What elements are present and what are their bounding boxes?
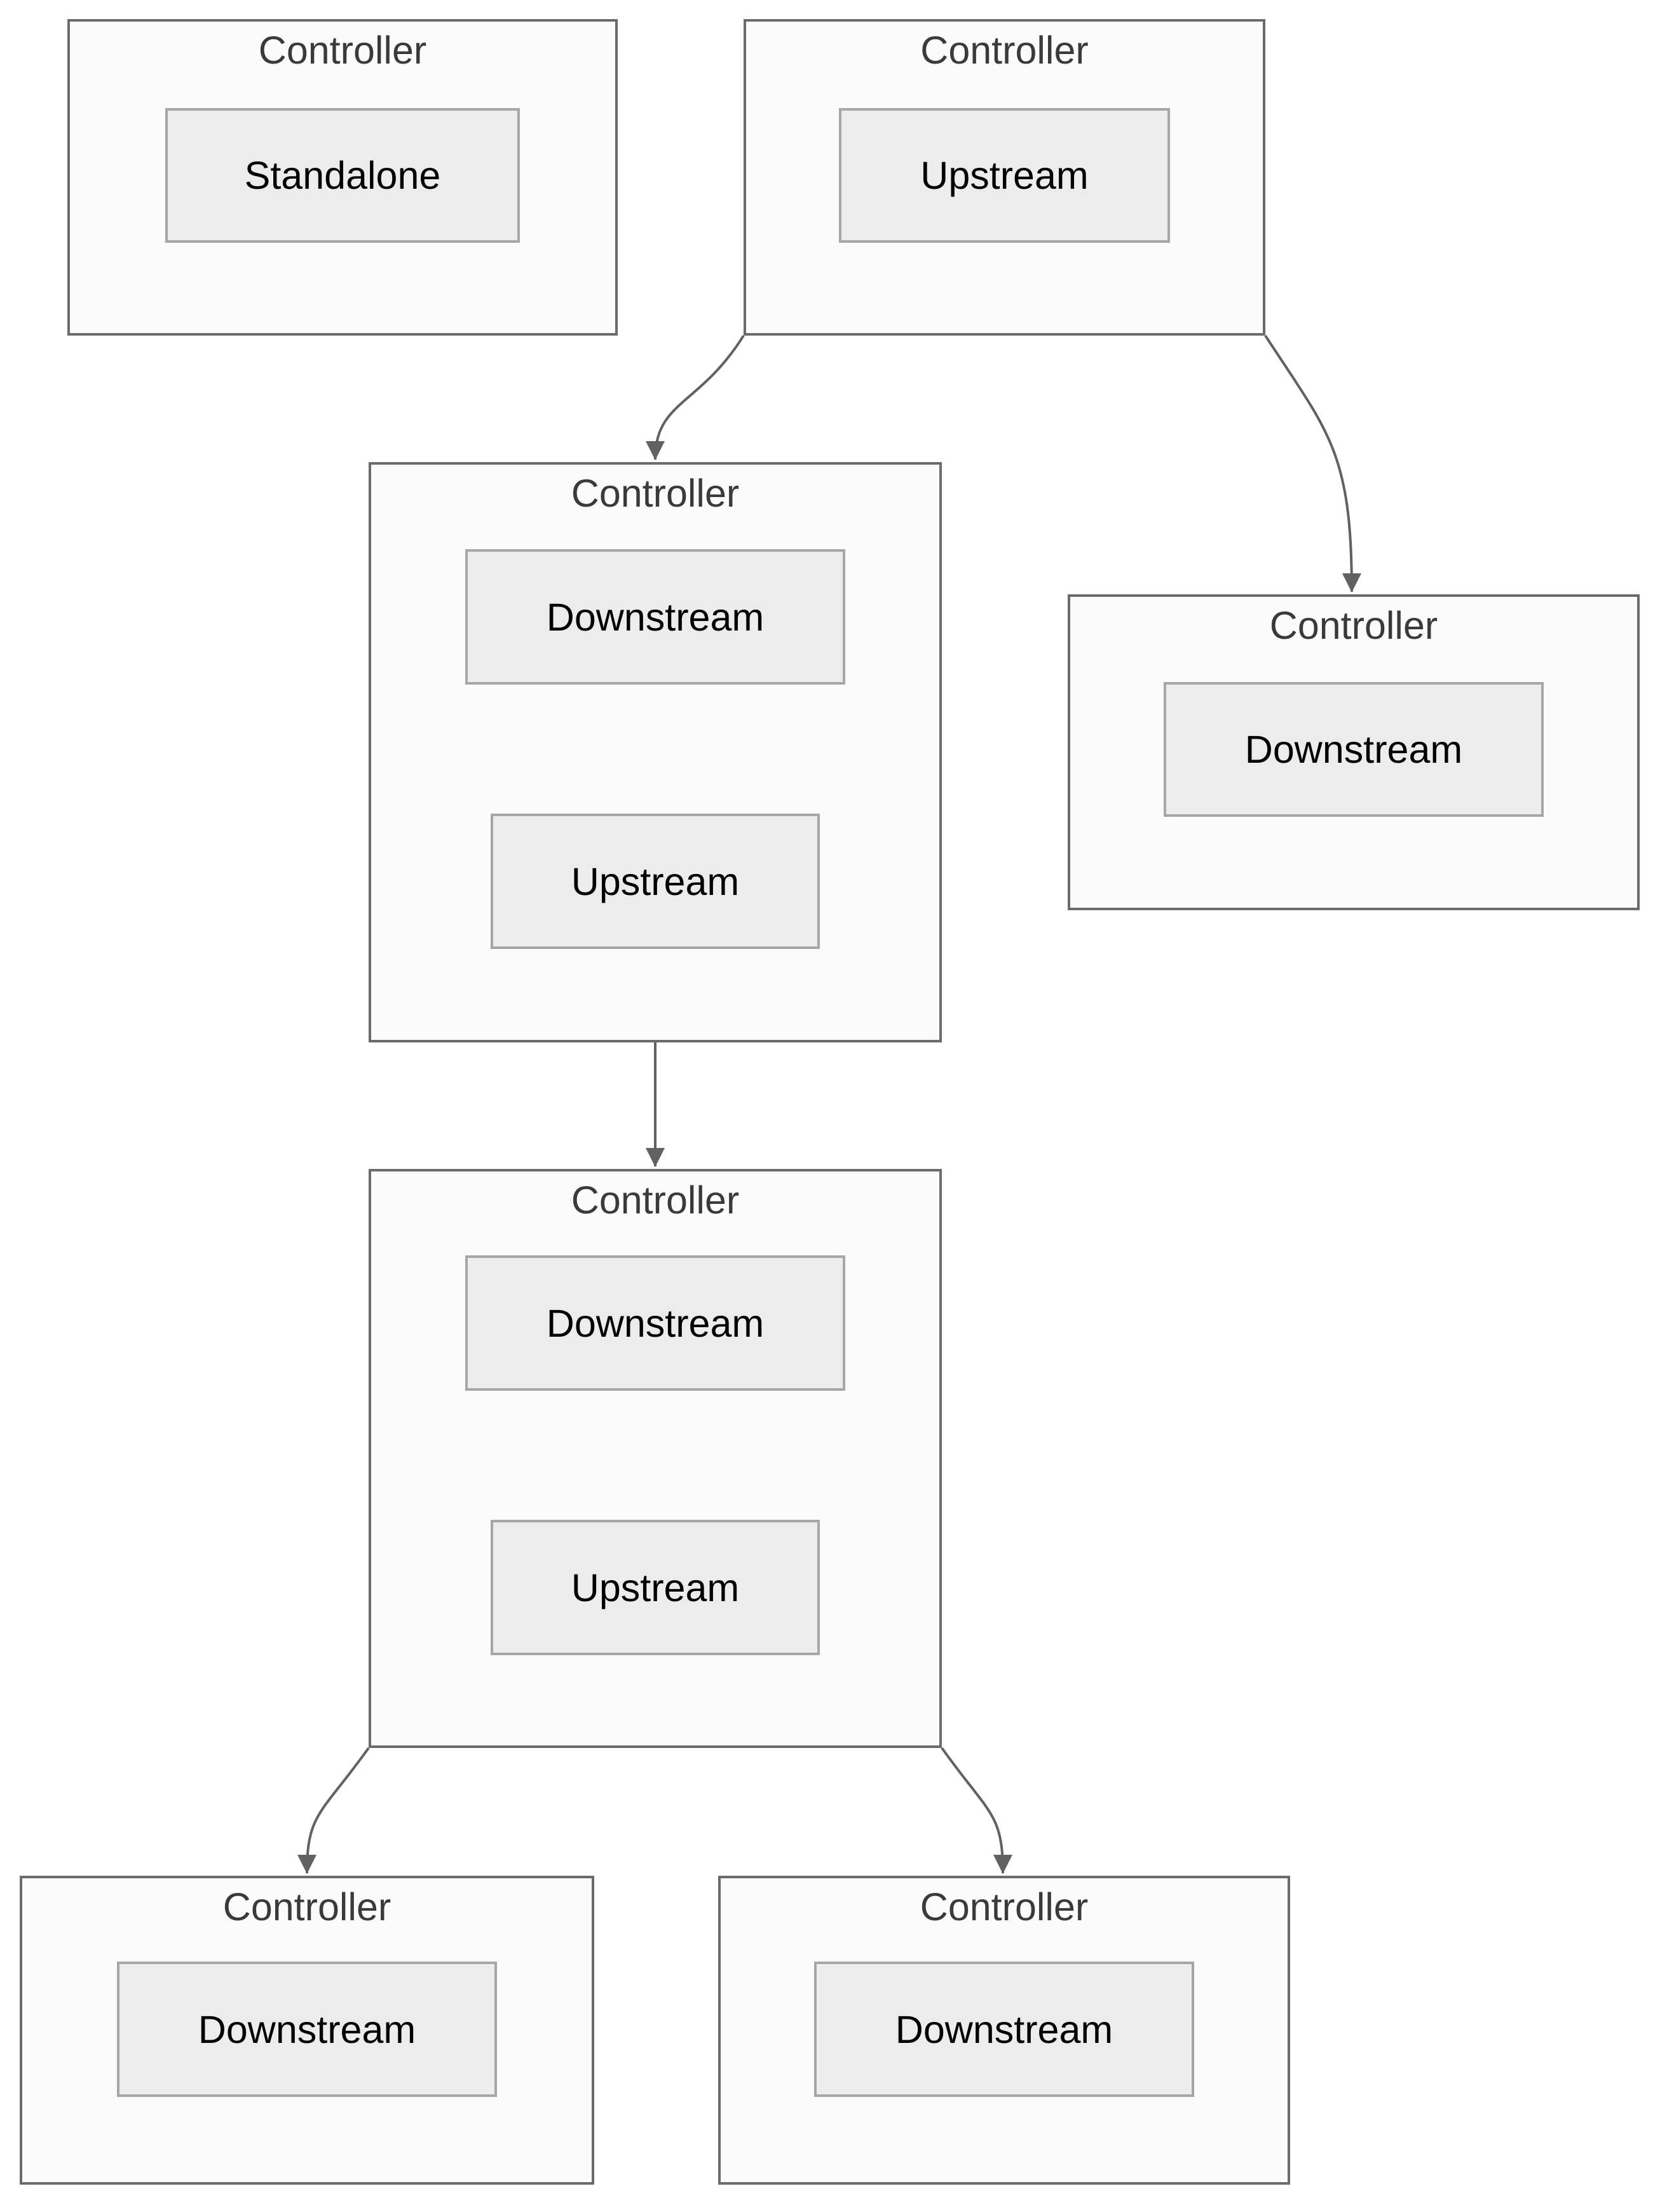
node-upstream: Upstream <box>839 108 1170 243</box>
controller-group-mid-lower: Controller Downstream Upstream <box>369 1169 942 1748</box>
group-title: Controller <box>920 1885 1089 1929</box>
group-title: Controller <box>1269 604 1438 647</box>
node-downstream: Downstream <box>465 1255 845 1391</box>
node-downstream: Downstream <box>465 549 845 685</box>
node-standalone: Standalone <box>165 108 520 243</box>
group-title: Controller <box>258 29 427 72</box>
controller-group-standalone: Controller Standalone <box>67 19 618 336</box>
group-title: Controller <box>920 29 1089 72</box>
node-upstream: Upstream <box>491 814 820 949</box>
controller-group-mid-upper: Controller Downstream Upstream <box>369 462 942 1042</box>
controller-group-root: Controller Upstream <box>744 19 1265 336</box>
edge-root-to-mid-upper <box>646 334 745 460</box>
node-upstream: Upstream <box>491 1520 820 1655</box>
node-downstream: Downstream <box>1164 682 1544 817</box>
controller-group-right-leaf: Controller Downstream <box>1068 594 1640 910</box>
edge-root-to-right-leaf <box>1264 334 1361 592</box>
edge-mid-lower-to-leaf-right <box>941 1747 1012 1874</box>
group-title: Controller <box>571 472 740 515</box>
node-downstream: Downstream <box>814 1962 1194 2097</box>
group-title: Controller <box>571 1178 740 1222</box>
controller-group-leaf-left: Controller Downstream <box>20 1876 594 2185</box>
edge-mid-lower-to-leaf-left <box>297 1747 370 1874</box>
group-title: Controller <box>222 1885 391 1929</box>
controller-group-leaf-right: Controller Downstream <box>718 1876 1290 2185</box>
node-downstream: Downstream <box>117 1962 497 2097</box>
